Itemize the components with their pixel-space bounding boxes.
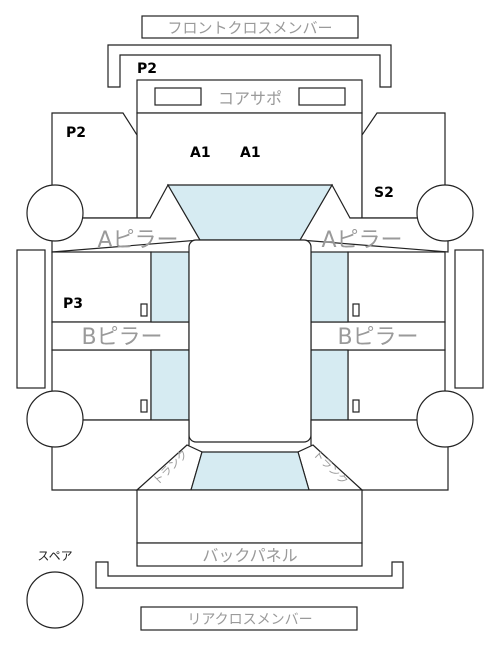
code-front-member: P2 (137, 61, 157, 77)
spare-label: スペア (37, 549, 72, 563)
headlight-left[interactable] (154, 87, 202, 106)
window-front-left[interactable] (150, 251, 190, 323)
tire-front-right[interactable] (416, 184, 474, 242)
door-handle-rr (352, 399, 360, 413)
front-member[interactable] (107, 44, 392, 88)
tire-rear-left[interactable] (26, 390, 84, 448)
tire-spare[interactable] (26, 571, 84, 629)
code-hood-1: A1 (190, 145, 211, 161)
headlight-right[interactable] (298, 87, 346, 106)
rear-cross-member-label: リアクロスメンバー (187, 612, 312, 628)
b-pillar-left-label: Bピラー (81, 325, 162, 350)
back-panel[interactable] (136, 542, 363, 567)
code-left-fender: P2 (66, 125, 86, 141)
window-rear-left[interactable] (150, 349, 190, 421)
window-front-right[interactable] (310, 251, 349, 323)
code-right-fender: S2 (374, 185, 394, 201)
door-handle-fr (352, 303, 360, 317)
code-left-front-door: P3 (63, 296, 83, 312)
tire-rear-right[interactable] (416, 390, 474, 448)
front-cross-member-box[interactable] (141, 15, 359, 39)
a-pillar-left-label: Aピラー (97, 228, 178, 253)
side-sill-right[interactable] (454, 249, 484, 389)
door-handle-rl (140, 399, 148, 413)
b-pillar-right-label: Bピラー (337, 325, 418, 350)
front-door-right[interactable] (347, 251, 446, 323)
front-cross-member-label: フロントクロスメンバー (167, 19, 332, 37)
code-hood-2: A1 (240, 145, 261, 161)
b-pillar-left[interactable] (51, 321, 190, 351)
window-rear-right[interactable] (310, 349, 349, 421)
door-handle-fl (140, 303, 148, 317)
back-panel-label: バックパネル (202, 546, 297, 565)
a-pillar-right-label: Aピラー (321, 228, 402, 253)
rear-window[interactable] (190, 451, 310, 491)
rear-cross-member-box[interactable] (140, 606, 358, 631)
tire-front-left[interactable] (26, 184, 84, 242)
roof[interactable] (188, 239, 312, 443)
trunk-lid[interactable] (136, 489, 363, 544)
side-sill-left[interactable] (16, 249, 46, 389)
rear-member[interactable] (95, 561, 404, 589)
core-support-label: コアサポ (218, 89, 282, 108)
